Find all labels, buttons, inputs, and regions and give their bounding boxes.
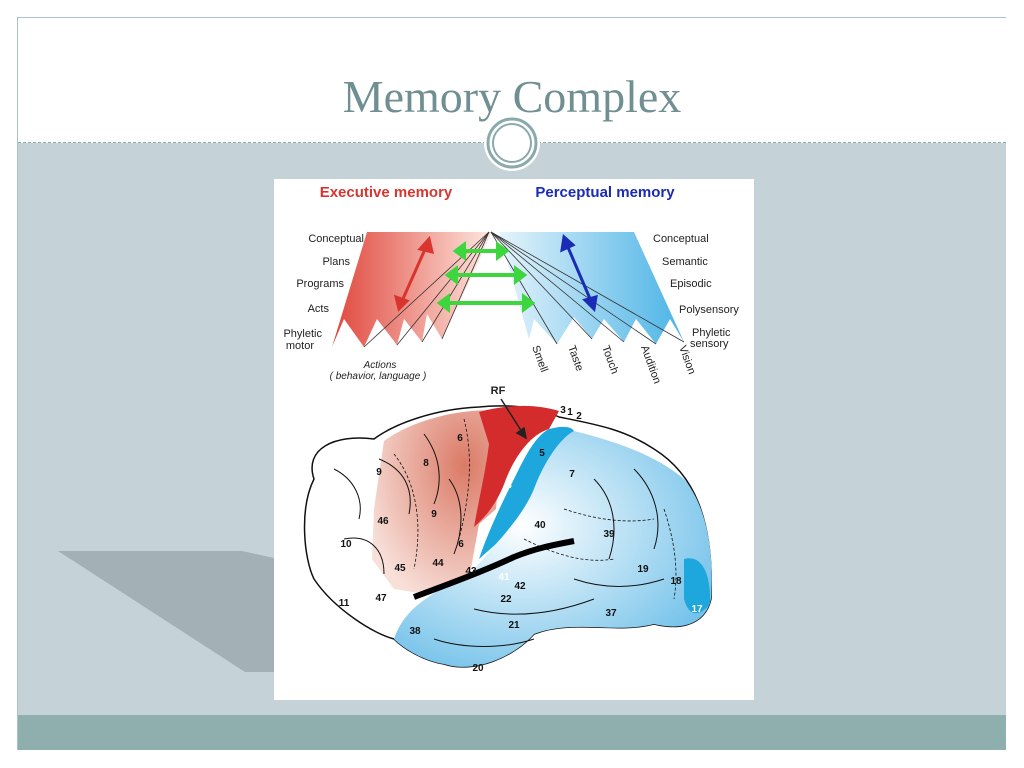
area-5: 5	[539, 448, 545, 459]
actions-sub-label: ( behavior, language )	[330, 371, 427, 382]
perc-level-episodic: Episodic	[670, 278, 712, 290]
link-arrows-icon	[436, 241, 536, 313]
area-10: 10	[340, 539, 352, 550]
area-37: 37	[605, 608, 617, 619]
area-19: 19	[637, 564, 649, 575]
area-21: 21	[508, 620, 520, 631]
area-20: 20	[472, 663, 484, 674]
perceptual-arrow-icon	[560, 234, 598, 313]
area-7: 7	[569, 469, 575, 480]
sense-taste: Taste	[565, 344, 585, 373]
exec-level-conceptual: Conceptual	[308, 233, 364, 245]
actions-label: Actions	[363, 360, 397, 371]
memory-diagram: Executive memory Perceptual memory	[283, 184, 739, 674]
area-2: 2	[576, 411, 582, 422]
slide-title: Memory Complex	[342, 71, 682, 122]
brain-illustration	[303, 405, 713, 668]
exec-level-acts: Acts	[308, 303, 330, 315]
area-9-b: 9	[431, 509, 437, 520]
area-38: 38	[409, 626, 421, 637]
perceptual-memory-header: Perceptual memory	[535, 184, 675, 201]
perceptual-fan	[499, 232, 684, 344]
area-1: 1	[567, 407, 573, 418]
area-6-top: 6	[457, 433, 463, 444]
circle-ornament-icon	[484, 115, 540, 171]
exec-level-programs: Programs	[296, 278, 344, 290]
footer-bar	[18, 715, 1006, 750]
executive-arrow-icon	[393, 235, 435, 312]
sense-audition: Audition	[638, 344, 663, 385]
area-42: 42	[514, 581, 526, 592]
rf-arrow-icon	[500, 398, 528, 440]
area-4: 4	[506, 480, 512, 491]
perc-level-polysensory: Polysensory	[679, 304, 739, 316]
area-45: 45	[394, 563, 406, 574]
memory-figure: Executive memory Perceptual memory	[274, 179, 754, 700]
executive-fan	[332, 232, 492, 347]
perc-level-sensory: sensory	[690, 338, 729, 350]
sense-smell: Smell	[529, 344, 550, 374]
area-47: 47	[375, 593, 387, 604]
area-46: 46	[377, 516, 389, 527]
area-18: 18	[670, 576, 682, 587]
area-17: 17	[691, 604, 703, 615]
area-39: 39	[603, 529, 615, 540]
area-11: 11	[339, 598, 350, 609]
exec-level-motor: motor	[286, 340, 314, 352]
area-8: 8	[423, 458, 429, 469]
rf-label: RF	[491, 385, 506, 397]
perc-level-semantic: Semantic	[662, 256, 708, 268]
perc-level-phyletic: Phyletic	[692, 327, 731, 339]
exec-level-plans: Plans	[322, 256, 350, 268]
area-43: 43	[465, 566, 477, 577]
area-3: 3	[560, 405, 566, 416]
exec-level-phyletic: Phyletic	[283, 328, 322, 340]
area-9-a: 9	[376, 467, 382, 478]
area-40: 40	[534, 520, 546, 531]
sense-touch: Touch	[599, 344, 620, 376]
area-6-b: 6	[458, 539, 464, 550]
area-41: 41	[498, 572, 510, 583]
executive-memory-header: Executive memory	[320, 184, 453, 201]
area-22: 22	[500, 594, 512, 605]
perc-level-conceptual: Conceptual	[653, 233, 709, 245]
area-44: 44	[432, 558, 444, 569]
